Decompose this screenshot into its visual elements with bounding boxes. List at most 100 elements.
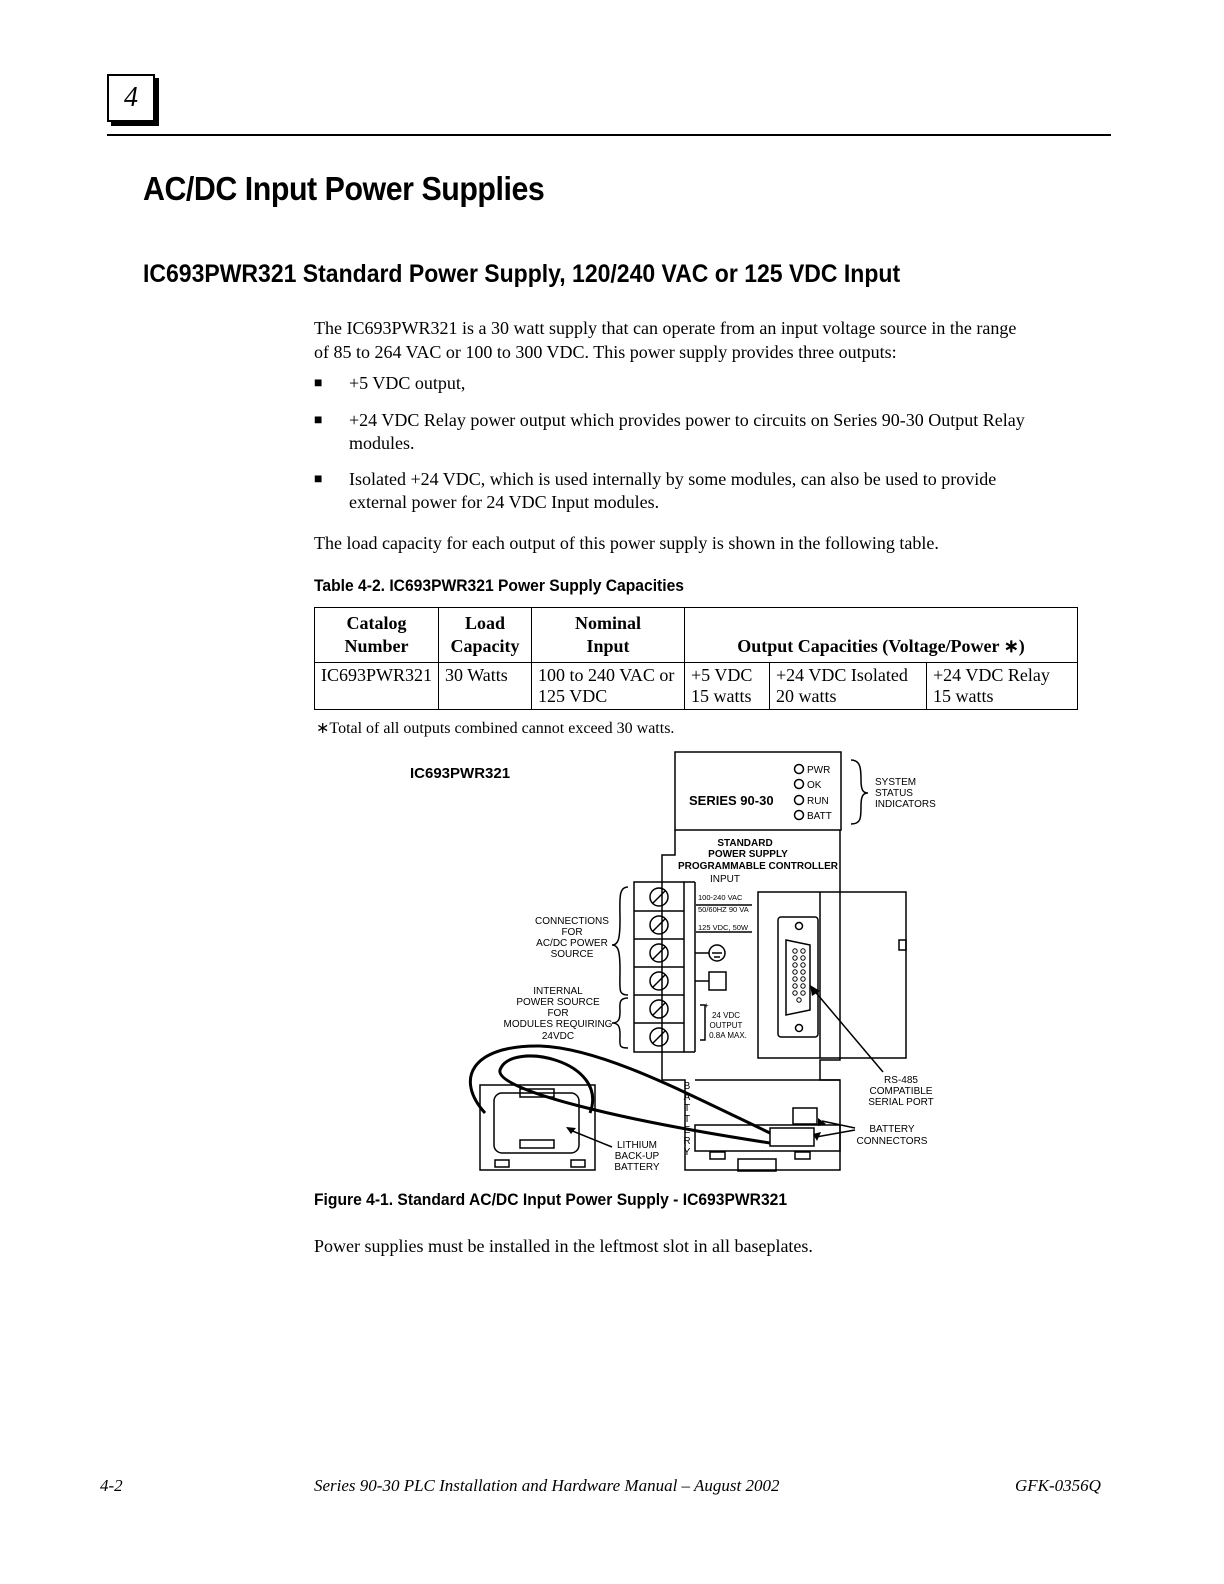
lithium-label: LITHIUM <box>617 1140 657 1151</box>
table-header-row: Catalog Number Load Capacity Nominal Inp… <box>313 607 1078 663</box>
battery-letter: A <box>684 1092 691 1103</box>
battery-connectors-label: BATTERY <box>869 1124 915 1135</box>
bullet-text: +5 VDC output, <box>349 373 466 393</box>
output-spec: OUTPUT <box>710 1021 743 1030</box>
chapter-number: 4 <box>124 82 138 113</box>
cell-text: +5 VDC <box>691 665 753 685</box>
status-label: SYSTEM <box>875 777 916 788</box>
bullet-text: Isolated +24 VDC, which is used internal… <box>349 469 997 489</box>
serial-port-housing <box>757 891 907 1059</box>
panel-title: STANDARD <box>717 838 772 849</box>
indicator-label: RUN <box>807 796 829 807</box>
bullet-mark: ■ <box>314 413 323 428</box>
internal-label: MODULES REQUIRING <box>504 1019 613 1030</box>
battery-letter: Y <box>684 1147 691 1158</box>
header-text: Load <box>465 613 506 633</box>
cell-catalog: IC693PWR321 <box>313 662 440 710</box>
cell-output-5v: +5 VDC 15 watts <box>684 662 771 710</box>
series-label: SERIES 90-30 <box>689 793 774 808</box>
bullet-mark: ■ <box>314 472 323 487</box>
cell-text: 125 VDC <box>538 686 608 706</box>
internal-label: INTERNAL <box>533 986 583 997</box>
panel-title: PROGRAMMABLE CONTROLLER <box>678 861 839 872</box>
internal-label: POWER SOURCE <box>516 997 600 1008</box>
rs485-label: SERIAL PORT <box>868 1097 934 1108</box>
chapter-number-box: 4 <box>107 74 155 122</box>
cell-output-24v-isolated: +24 VDC Isolated 20 watts <box>769 662 928 710</box>
battery-letter: E <box>684 1125 691 1136</box>
table-row: IC693PWR321 30 Watts 100 to 240 VAC or 1… <box>313 662 1078 710</box>
header-load: Load Capacity <box>438 607 533 663</box>
battery-letter: T <box>684 1114 690 1125</box>
battery-letter: B <box>684 1081 691 1092</box>
header-text: Number <box>344 636 409 656</box>
footer-manual-title: Series 90-30 PLC Installation and Hardwa… <box>314 1476 780 1495</box>
output-spec: 0.8A MAX. <box>709 1031 747 1040</box>
connections-label: SOURCE <box>551 949 594 960</box>
connections-label: AC/DC POWER <box>536 938 608 949</box>
status-label: STATUS <box>875 788 913 799</box>
indicator-label: OK <box>807 780 822 791</box>
capacities-table: Catalog Number Load Capacity Nominal Inp… <box>313 607 1078 710</box>
rs485-label: RS-485 <box>884 1075 918 1086</box>
bullet-text-cont: modules. <box>349 433 415 453</box>
bullet-text: +24 VDC Relay power output which provide… <box>349 410 1025 430</box>
table-caption: Table 4-2. IC693PWR321 Power Supply Capa… <box>314 576 684 595</box>
panel-title: POWER SUPPLY <box>708 849 788 860</box>
subsection-title: IC693PWR321 Standard Power Supply, 120/2… <box>143 260 901 288</box>
footer-doc-id: GFK-0356Q <box>1015 1476 1101 1495</box>
closing-paragraph: Power supplies must be installed in the … <box>314 1236 813 1256</box>
header-text: Input <box>586 636 630 656</box>
status-label: INDICATORS <box>875 799 936 810</box>
intro-line-2: of 85 to 264 VAC or 100 to 300 VDC. This… <box>314 342 897 362</box>
bullet-text-cont: external power for 24 VDC Input modules. <box>349 492 660 512</box>
bullet-mark: ■ <box>314 376 323 391</box>
input-label: INPUT <box>710 874 740 885</box>
rs485-connector <box>777 916 819 1038</box>
cell-text: +24 VDC Relay <box>933 665 1050 685</box>
plus-sign: + <box>704 1001 709 1010</box>
cell-text: +24 VDC Isolated <box>776 665 908 685</box>
header-text: Capacity <box>450 636 520 656</box>
cell-text: 15 watts <box>691 686 752 706</box>
connections-label: FOR <box>561 927 582 938</box>
lithium-label: BACK-UP <box>615 1151 660 1162</box>
header-text: Nominal <box>575 613 642 633</box>
intro-line-1: The IC693PWR321 is a 30 watt supply that… <box>314 318 1017 338</box>
rs485-label: COMPATIBLE <box>870 1086 933 1097</box>
table-footnote: ∗Total of all outputs combined cannot ex… <box>316 720 675 737</box>
battery-connectors-label: CONNECTORS <box>857 1136 928 1147</box>
cell-text: 20 watts <box>776 686 837 706</box>
cell-input: 100 to 240 VAC or 125 VDC <box>531 662 686 710</box>
cell-load: 30 Watts <box>438 662 533 710</box>
indicator-label: PWR <box>807 765 830 776</box>
cell-output-24v-relay: +24 VDC Relay 15 watts <box>926 662 1078 710</box>
footer-page-number: 4-2 <box>100 1476 123 1495</box>
input-spec: 50/60HZ 90 VA <box>698 905 749 914</box>
battery-letter: T <box>684 1103 690 1114</box>
header-rule <box>107 134 1111 136</box>
input-spec: 100-240 VAC <box>698 893 743 902</box>
lithium-label: BATTERY <box>614 1162 660 1173</box>
load-capacity-paragraph: The load capacity for each output of thi… <box>314 533 939 553</box>
connections-label: CONNECTIONS <box>535 916 609 927</box>
cell-text: 100 to 240 VAC or <box>538 665 675 685</box>
intro-paragraph: The IC693PWR321 is a 30 watt supply that… <box>314 316 1114 364</box>
header-output: Output Capacities (Voltage/Power ∗) <box>684 607 1078 663</box>
input-spec: 125 VDC, 50W <box>698 923 749 932</box>
internal-label: FOR <box>547 1008 568 1019</box>
cell-text: 15 watts <box>933 686 994 706</box>
indicator-label: BATT <box>807 811 832 822</box>
module-body <box>661 830 841 1171</box>
power-supply-figure: IC693PWR321 SERIES 90-30 PWR OK RUN BATT… <box>410 751 936 1173</box>
figure-caption: Figure 4-1. Standard AC/DC Input Power S… <box>314 1190 788 1209</box>
battery-letter: R <box>683 1136 690 1147</box>
internal-label: 24VDC <box>542 1031 574 1042</box>
figure-model-label: IC693PWR321 <box>410 765 510 782</box>
section-title: AC/DC Input Power Supplies <box>143 170 545 207</box>
status-panel <box>674 751 842 831</box>
header-text: Catalog <box>346 613 407 633</box>
header-input: Nominal Input <box>531 607 686 663</box>
header-catalog: Catalog Number <box>313 607 440 663</box>
output-spec: 24 VDC <box>712 1011 740 1020</box>
